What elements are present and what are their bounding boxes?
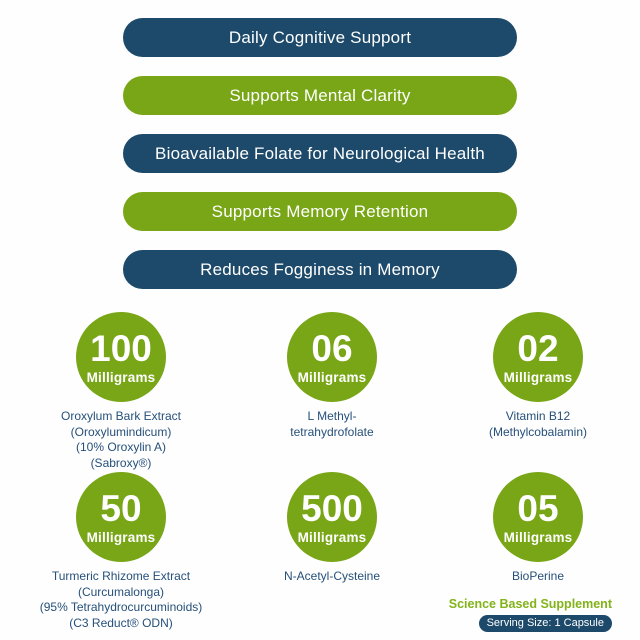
ingredient-name: L Methyl- tetrahydrofolate [227, 409, 437, 440]
dosage-amount: 50 [100, 487, 142, 529]
ingredient-stat-l-methylfolate: 06 Milligrams L Methyl- tetrahydrofolate [227, 312, 437, 440]
dosage-unit: Milligrams [503, 529, 573, 545]
footer: Science Based Supplement Serving Size: 1… [449, 597, 612, 632]
ingredient-name-line: BioPerine [511, 569, 565, 583]
dosage-circle: 500 Milligrams [287, 472, 377, 562]
dosage-amount: 100 [90, 327, 152, 369]
dosage-unit: Milligrams [86, 529, 156, 545]
ingredient-name-line: (Methylcobalamin) [488, 424, 588, 439]
benefit-banner-list: Daily Cognitive Support Supports Mental … [123, 18, 517, 289]
banner-supports-memory-retention: Supports Memory Retention [123, 192, 517, 231]
dosage-circle: 05 Milligrams [493, 472, 583, 562]
dosage-unit: Milligrams [297, 529, 367, 545]
ingredient-name-line: (Curcumalonga) [77, 584, 165, 599]
dosage-amount: 05 [517, 487, 559, 529]
ingredient-name: BioPerine [433, 569, 640, 585]
ingredient-name: Turmeric Rhizome Extract (Curcumalonga) … [16, 569, 226, 631]
ingredient-name-line: (Sabroxy®) [90, 455, 152, 470]
dosage-amount: 06 [311, 327, 353, 369]
ingredient-name-line: (Oroxylumindicum) [70, 424, 172, 439]
dosage-circle: 100 Milligrams [76, 312, 166, 402]
ingredient-stat-n-acetyl-cysteine: 500 Milligrams N-Acetyl-Cysteine [227, 472, 437, 585]
banner-supports-mental-clarity: Supports Mental Clarity [123, 76, 517, 115]
ingredient-name-line: (95% Tetrahydrocurcuminoids) [39, 600, 203, 614]
dosage-unit: Milligrams [297, 369, 367, 385]
ingredient-name-line: tetrahydrofolate [290, 424, 374, 439]
dosage-amount: 02 [517, 327, 559, 369]
serving-size-badge: Serving Size: 1 Capsule [478, 615, 612, 632]
dosage-circle: 02 Milligrams [493, 312, 583, 402]
ingredient-name-line: Turmeric Rhizome Extract [51, 569, 191, 583]
dosage-amount: 500 [301, 487, 363, 529]
ingredient-name: Vitamin B12 (Methylcobalamin) [433, 409, 640, 440]
banner-bioavailable-folate: Bioavailable Folate for Neurological Hea… [123, 134, 517, 173]
ingredient-stat-vitamin-b12: 02 Milligrams Vitamin B12 (Methylcobalam… [433, 312, 640, 440]
ingredient-name-line: Oroxylum Bark Extract [60, 409, 182, 423]
ingredient-name-line: (C3 Reduct® ODN) [69, 615, 173, 630]
science-based-tagline: Science Based Supplement [448, 597, 612, 611]
ingredient-name-line: (10% Oroxylin A) [75, 440, 167, 454]
ingredient-stat-bioperine: 05 Milligrams BioPerine [433, 472, 640, 585]
dosage-circle: 06 Milligrams [287, 312, 377, 402]
ingredient-name: Oroxylum Bark Extract (Oroxylumindicum) … [16, 409, 226, 471]
dosage-unit: Milligrams [86, 369, 156, 385]
ingredient-name-line: N-Acetyl-Cysteine [283, 569, 381, 583]
ingredient-name-line: L Methyl- [307, 409, 357, 423]
banner-reduces-fogginess: Reduces Fogginess in Memory [123, 250, 517, 289]
dosage-circle: 50 Milligrams [76, 472, 166, 562]
banner-daily-cognitive-support: Daily Cognitive Support [123, 18, 517, 57]
ingredient-name: N-Acetyl-Cysteine [227, 569, 437, 585]
ingredient-name-line: Vitamin B12 [505, 409, 571, 423]
dosage-unit: Milligrams [503, 369, 573, 385]
ingredient-stat-turmeric: 50 Milligrams Turmeric Rhizome Extract (… [16, 472, 226, 631]
ingredient-stat-oroxylum: 100 Milligrams Oroxylum Bark Extract (Or… [16, 312, 226, 471]
